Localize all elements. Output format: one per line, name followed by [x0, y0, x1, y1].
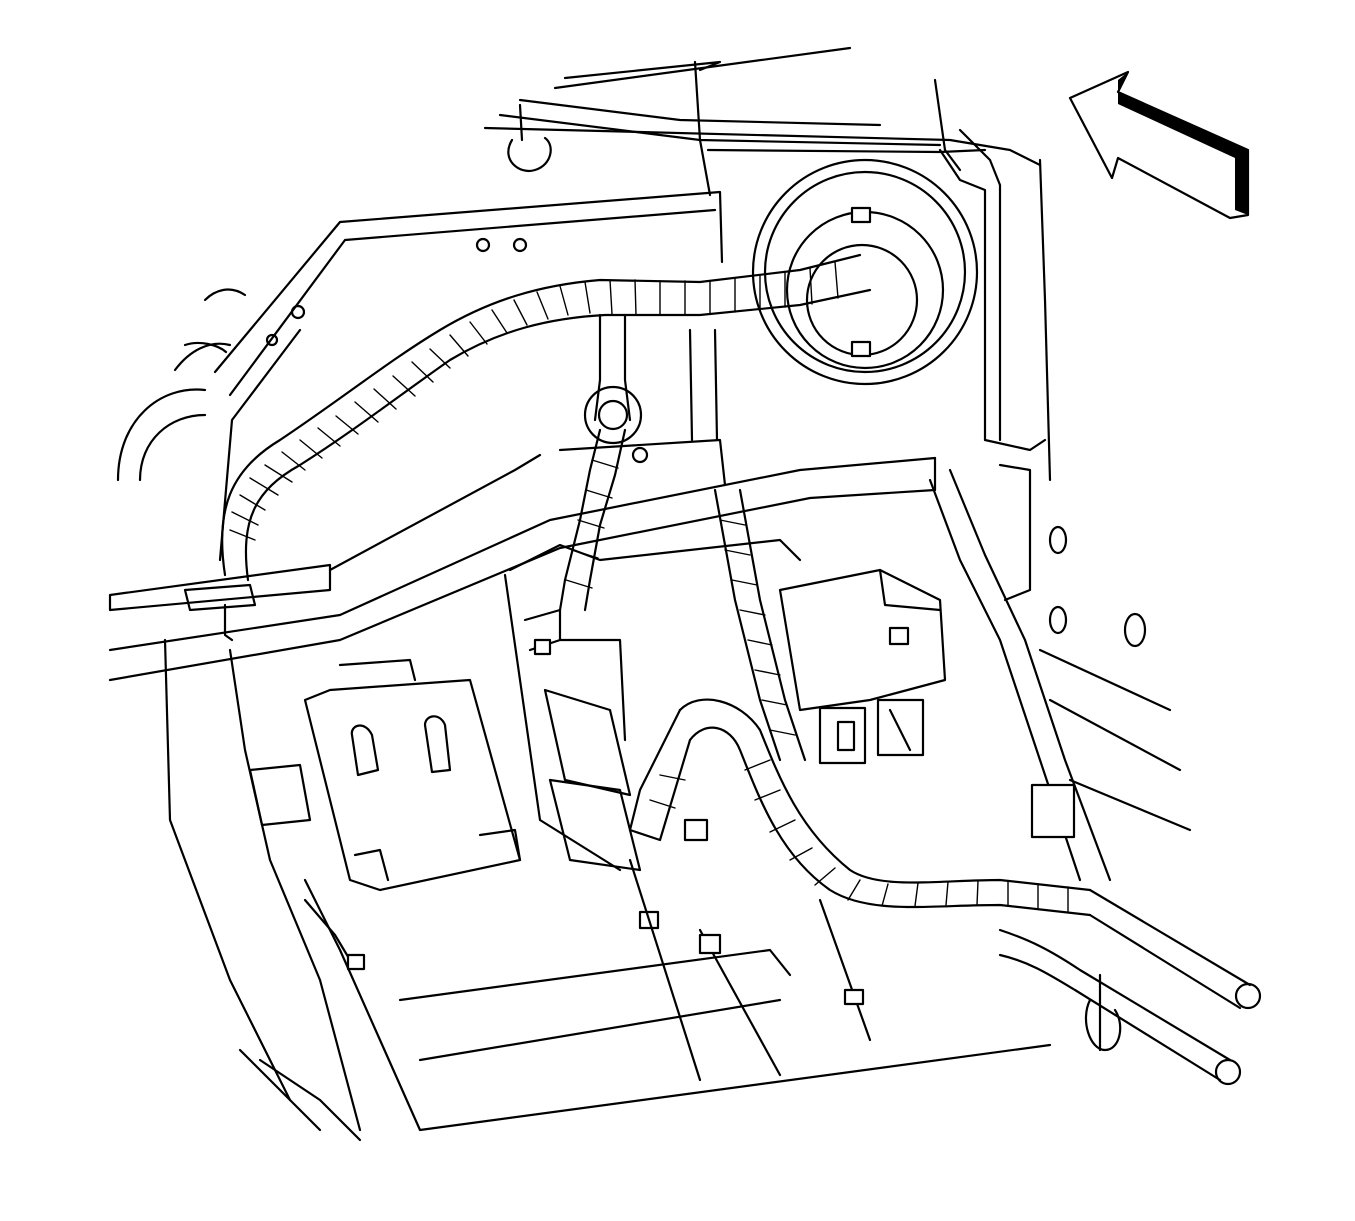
direction-arrow-icon: [1068, 70, 1250, 220]
center-harness-branch: [558, 313, 643, 612]
left-mounting-bracket: [213, 190, 724, 562]
right-support-strap: [928, 463, 1192, 882]
bulkhead-grommet: [751, 158, 979, 386]
lower-harness-conduit: [628, 698, 1092, 917]
hook-clip: [507, 103, 552, 173]
upper-body-panel: [483, 46, 1052, 482]
upper-harness-conduit: [221, 253, 872, 582]
vertical-harness: [688, 328, 807, 762]
control-module: [503, 538, 802, 930]
lower-mounting-plate: [248, 658, 522, 892]
cross-car-beam: [108, 438, 937, 682]
blower-motor-housing: [108, 288, 332, 612]
lower-floor-tray: [163, 638, 1052, 1142]
conduit-ribs: [229, 261, 839, 541]
connector-block: [778, 568, 947, 765]
right-tubes: [998, 888, 1262, 1086]
